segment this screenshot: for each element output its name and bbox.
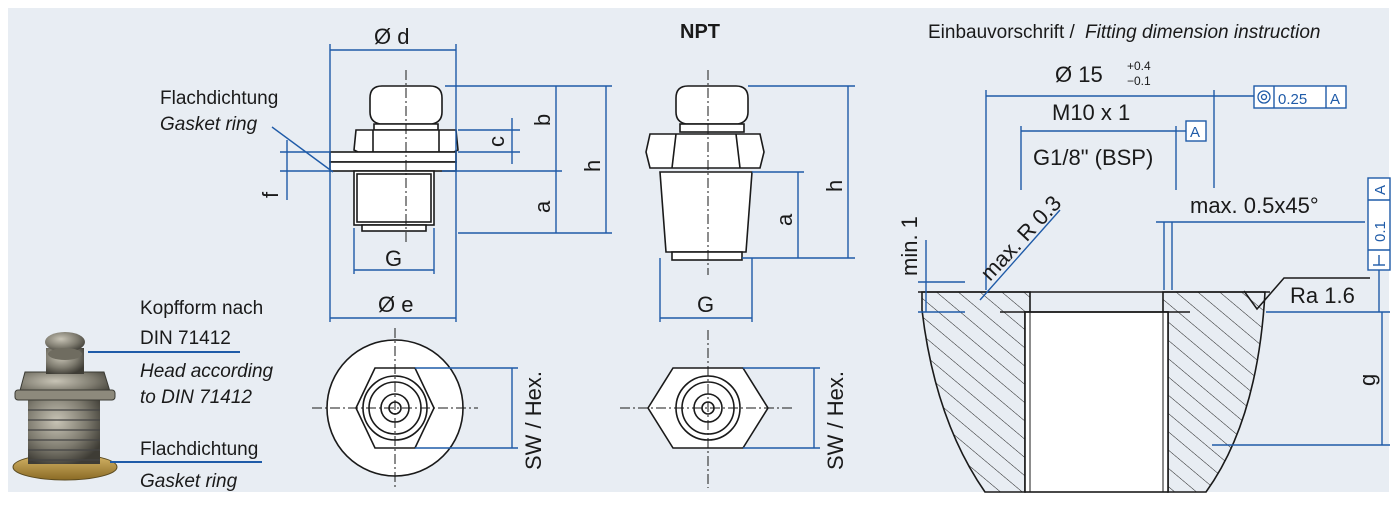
fitting-dimensions: [918, 90, 1390, 446]
npt-dim-a: a: [772, 213, 797, 226]
fitting-section: [918, 291, 1270, 493]
dim-b-label: b: [530, 114, 555, 126]
head-label-de-2: DIN 71412: [140, 328, 231, 349]
gasket-label-en: Gasket ring: [160, 114, 258, 135]
npt-side-view: [645, 85, 765, 261]
photo-label-gasket: Flachdichtung Gasket ring: [110, 439, 262, 492]
concentricity-icon: [1257, 90, 1271, 104]
npt-dim-h: h: [822, 180, 847, 192]
tol-upper: +0.4: [1127, 59, 1151, 73]
dim-G-label: G: [385, 246, 402, 271]
roughness-symbol: Ra 1.6: [1243, 277, 1370, 311]
head-label-de-1: Kopfform nach: [140, 298, 263, 319]
fitting-title-de: Einbauvorschrift /: [928, 22, 1076, 43]
perpendicularity-frame: 0.1 A: [1367, 177, 1391, 271]
head-label-en-1: Head according: [140, 361, 274, 382]
datum-box: A: [1185, 120, 1207, 142]
gasket-label-de: Flachdichtung: [160, 88, 278, 109]
hex-label-npt: SW / Hex.: [823, 371, 848, 470]
photo-gasket-de: Flachdichtung: [140, 439, 258, 460]
chamfer-label: max. 0.5x45°: [1190, 193, 1319, 218]
photo-gasket-en: Gasket ring: [140, 471, 238, 492]
dim-f-label: f: [258, 191, 283, 198]
perp-value: 0.1: [1372, 221, 1389, 242]
dim-od-label: Ø d: [374, 24, 409, 49]
thread-bsp: G1/8" (BSP): [1033, 145, 1153, 170]
perp-datum: A: [1372, 185, 1389, 195]
concentricity-value: 0.25: [1278, 91, 1307, 108]
roughness-label: Ra 1.6: [1290, 283, 1355, 308]
fitting-title-en: Fitting dimension instruction: [1085, 22, 1321, 43]
dim-g-label: g: [1355, 374, 1380, 386]
concentricity-datum: A: [1330, 91, 1340, 108]
left-side-view: [329, 85, 459, 232]
dim-c-label: c: [484, 136, 509, 147]
npt-dim-G: G: [697, 292, 714, 317]
min-depth-label: min. 1: [897, 216, 922, 276]
tol-lower: −0.1: [1127, 74, 1151, 88]
datum-label: A: [1190, 124, 1200, 141]
dim-a-label: a: [530, 200, 555, 213]
head-label-en-2: to DIN 71412: [140, 387, 252, 408]
left-dimensions: [271, 44, 612, 322]
fitting-dia-main: Ø 15: [1055, 62, 1103, 87]
dim-oe-label: Ø e: [378, 292, 413, 317]
npt-dimensions: [659, 85, 855, 322]
photo-label-head: Kopfform nach DIN 71412 Head according t…: [88, 298, 274, 408]
hex-label-left: SW / Hex.: [521, 371, 546, 470]
concentricity-frame: 0.25 A: [1253, 85, 1347, 109]
thread-metric: M10 x 1: [1052, 100, 1130, 125]
dim-h-label: h: [580, 160, 605, 172]
npt-title: NPT: [680, 21, 720, 43]
fitting-photo: [12, 332, 118, 481]
